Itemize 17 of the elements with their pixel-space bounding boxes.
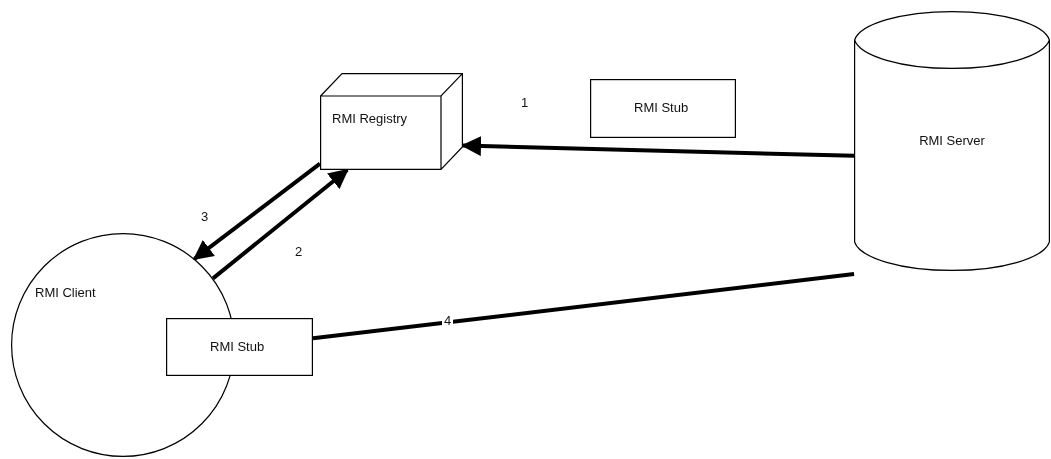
node-label: RMI Stub [634,100,689,115]
node-label: RMI Registry [332,111,408,126]
arrow [211,168,349,280]
server-cylinder [854,8,1050,274]
stub-box [590,79,736,138]
edge-label: 4 [442,313,454,328]
node-label: RMI Server [919,133,985,148]
client-circle [11,233,235,457]
edge-label: 3 [199,209,211,224]
arrow [461,136,855,158]
node-label: RMI Stub [210,339,265,354]
edge-label: 2 [293,244,305,259]
stub-box [166,318,313,376]
edge-label: 1 [519,95,531,110]
arrow [192,162,322,261]
node-label: RMI Client [35,285,96,300]
registry-cube [320,73,463,170]
